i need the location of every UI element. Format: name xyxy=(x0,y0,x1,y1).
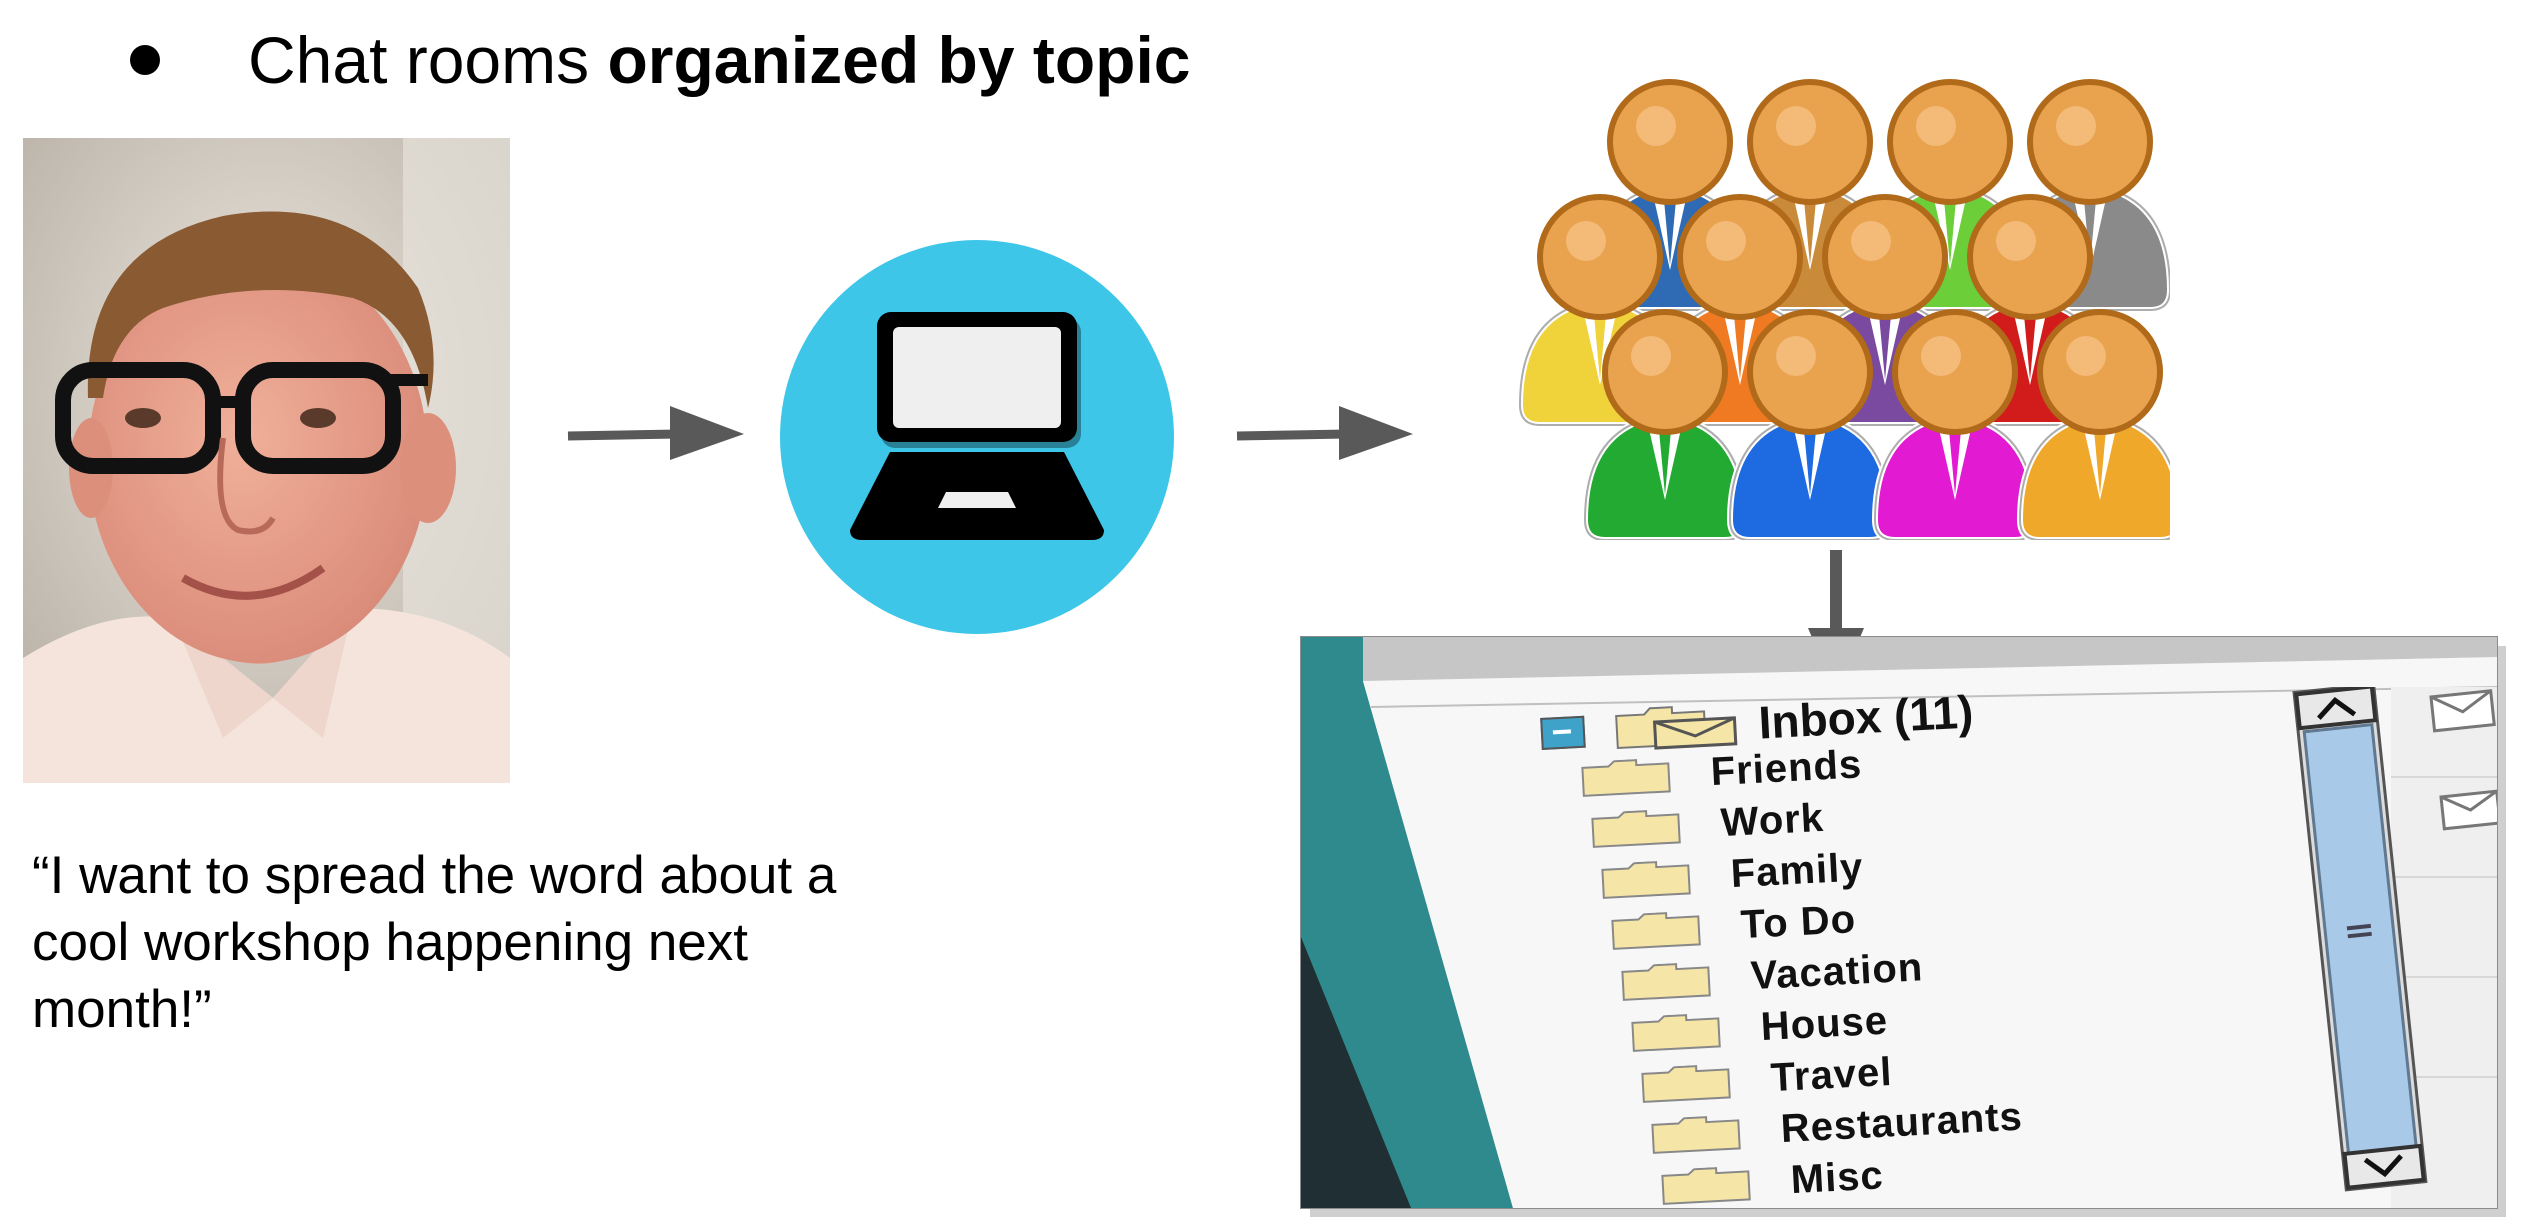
folder-label: Misc xyxy=(1789,1153,1885,1203)
folder-item[interactable]: To Do xyxy=(1610,897,1857,955)
folder-icon xyxy=(1581,758,1671,797)
heading-normal: Chat rooms xyxy=(248,23,608,97)
person-portrait xyxy=(23,138,510,783)
folder-item[interactable]: Family xyxy=(1600,845,1865,904)
arrow-right-icon xyxy=(567,406,744,460)
folder-icon xyxy=(1651,1115,1741,1154)
folder-icon xyxy=(1641,1064,1731,1103)
folder-label: To Do xyxy=(1739,897,1858,948)
quote-text: “I want to spread the word about a cool … xyxy=(32,846,837,1039)
person-icon xyxy=(1871,309,2039,543)
person-icon xyxy=(1581,309,1749,543)
folder-label: Friends xyxy=(1709,742,1864,795)
laptop-icon xyxy=(780,240,1174,634)
folder-icon xyxy=(1621,962,1711,1001)
folder-icon xyxy=(1611,911,1701,950)
folder-icon xyxy=(1591,809,1681,848)
collapse-toggle-icon[interactable] xyxy=(1540,715,1586,750)
folder-label: Vacation xyxy=(1749,945,1925,999)
folder-item[interactable]: Vacation xyxy=(1620,945,1924,1006)
folder-item[interactable]: Friends xyxy=(1580,742,1863,802)
inbox-folder-icon xyxy=(1615,706,1738,750)
heading-bold: organized by topic xyxy=(607,23,1191,97)
folder-item[interactable]: Travel xyxy=(1640,1050,1894,1108)
scrollbar[interactable] xyxy=(2261,682,2461,1207)
person-icon xyxy=(1726,309,1894,543)
folder-icon xyxy=(1631,1013,1721,1052)
inbox-folder-row[interactable]: Inbox (11) xyxy=(1540,684,1975,761)
folder-item[interactable]: Restaurants xyxy=(1650,1095,2024,1159)
person-icon xyxy=(2016,309,2184,543)
folder-label: Work xyxy=(1719,795,1826,846)
person-photo xyxy=(23,138,510,783)
folder-icon xyxy=(1601,860,1691,899)
inbox-decoration xyxy=(1301,637,2497,1208)
slide-heading: Chat rooms organized by topic xyxy=(130,20,1191,100)
folder-item[interactable]: Work xyxy=(1590,796,1825,853)
folder-label: Travel xyxy=(1769,1049,1894,1101)
folder-icon xyxy=(1661,1166,1751,1205)
heading-text: Chat rooms organized by topic xyxy=(248,22,1191,98)
inbox-title: Inbox (11) xyxy=(1757,685,1975,749)
bullet-dot xyxy=(130,45,160,75)
folder-label: House xyxy=(1759,998,1890,1050)
people-group-icon xyxy=(1490,60,2184,543)
arrow-right-icon xyxy=(1236,406,1413,460)
folder-item[interactable]: Misc xyxy=(1660,1153,1885,1208)
folder-item[interactable]: House xyxy=(1630,999,1889,1057)
folder-label: Family xyxy=(1729,845,1865,897)
